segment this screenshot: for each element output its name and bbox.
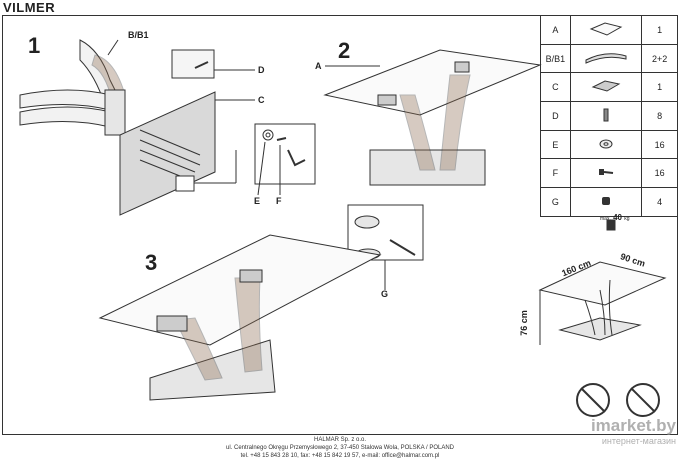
step1-legs-drawing xyxy=(19,39,316,216)
callout-d: D xyxy=(258,65,265,75)
dowel-icon xyxy=(569,101,643,131)
callout-f: F xyxy=(276,196,282,206)
footer-line-2: ul. Centralnego Okręgu Przemysłowego 2, … xyxy=(225,445,454,451)
max-load-value: 40 xyxy=(613,213,622,222)
bolt-icon xyxy=(569,158,643,189)
parts-row: F 16 xyxy=(540,158,678,189)
base-plate-icon xyxy=(569,72,643,103)
instruction-frame xyxy=(2,15,678,435)
step-1-number: 1 xyxy=(28,33,41,58)
callout-a: A xyxy=(315,61,322,71)
step2-table-drawing xyxy=(323,49,542,290)
part-qty: 16 xyxy=(641,129,678,160)
parts-row: C 1 xyxy=(540,72,678,103)
footer-line-3: tel. +48 15 843 28 10, fax: +48 15 842 1… xyxy=(240,453,440,459)
leg-panel-icon xyxy=(569,43,643,74)
step3-table-drawing xyxy=(98,234,382,401)
suction-cup-icon xyxy=(569,187,643,217)
part-qty: 8 xyxy=(641,101,678,131)
warning-icons-drawing xyxy=(576,383,660,417)
washer-icon xyxy=(569,129,643,160)
parts-row: A 1 xyxy=(540,15,678,45)
max-load-prefix: max. xyxy=(600,216,611,222)
part-letter: G xyxy=(540,187,571,217)
part-letter: B/B1 xyxy=(540,43,571,74)
product-title: VILMER xyxy=(3,0,56,15)
part-qty: 2+2 xyxy=(641,43,678,74)
callout-e: E xyxy=(254,196,261,206)
parts-row: G 4 xyxy=(540,187,678,217)
part-qty: 1 xyxy=(641,15,678,45)
watermark-subtitle: интернет-магазин xyxy=(601,436,676,446)
step-2-number: 2 xyxy=(338,38,351,63)
callout-b-b1: B/B1 xyxy=(128,30,149,40)
watermark-brand: imarket.by xyxy=(590,416,676,435)
part-qty: 1 xyxy=(641,72,678,103)
parts-table: A 1 B/B1 2+2 C 1 D 8 xyxy=(540,15,678,217)
glass-top-icon xyxy=(569,15,643,45)
part-qty: 16 xyxy=(641,158,678,189)
part-letter: A xyxy=(540,15,571,45)
part-qty: 4 xyxy=(641,187,678,217)
dimension-height: 76 cm xyxy=(518,310,529,336)
company-footer: HALMAR Sp. z o.o. ul. Centralnego Okręgu… xyxy=(0,436,680,460)
dimensions-drawing xyxy=(538,261,667,345)
part-letter: E xyxy=(540,129,571,160)
watermark: imarket.by интернет-магазин xyxy=(591,416,676,446)
parts-row: E 16 xyxy=(540,129,678,160)
part-letter: C xyxy=(540,72,571,103)
parts-row: D 8 xyxy=(540,101,678,131)
step-3-number: 3 xyxy=(145,250,158,275)
callout-g: G xyxy=(381,289,389,299)
callout-c: C xyxy=(258,95,265,105)
footer-line-1: HALMAR Sp. z o.o. xyxy=(313,437,367,443)
max-load-label: max. 40 kg xyxy=(600,213,630,222)
parts-row: B/B1 2+2 xyxy=(540,43,678,74)
part-letter: F xyxy=(540,158,571,189)
max-load-unit: kg xyxy=(624,216,630,222)
part-letter: D xyxy=(540,101,571,131)
